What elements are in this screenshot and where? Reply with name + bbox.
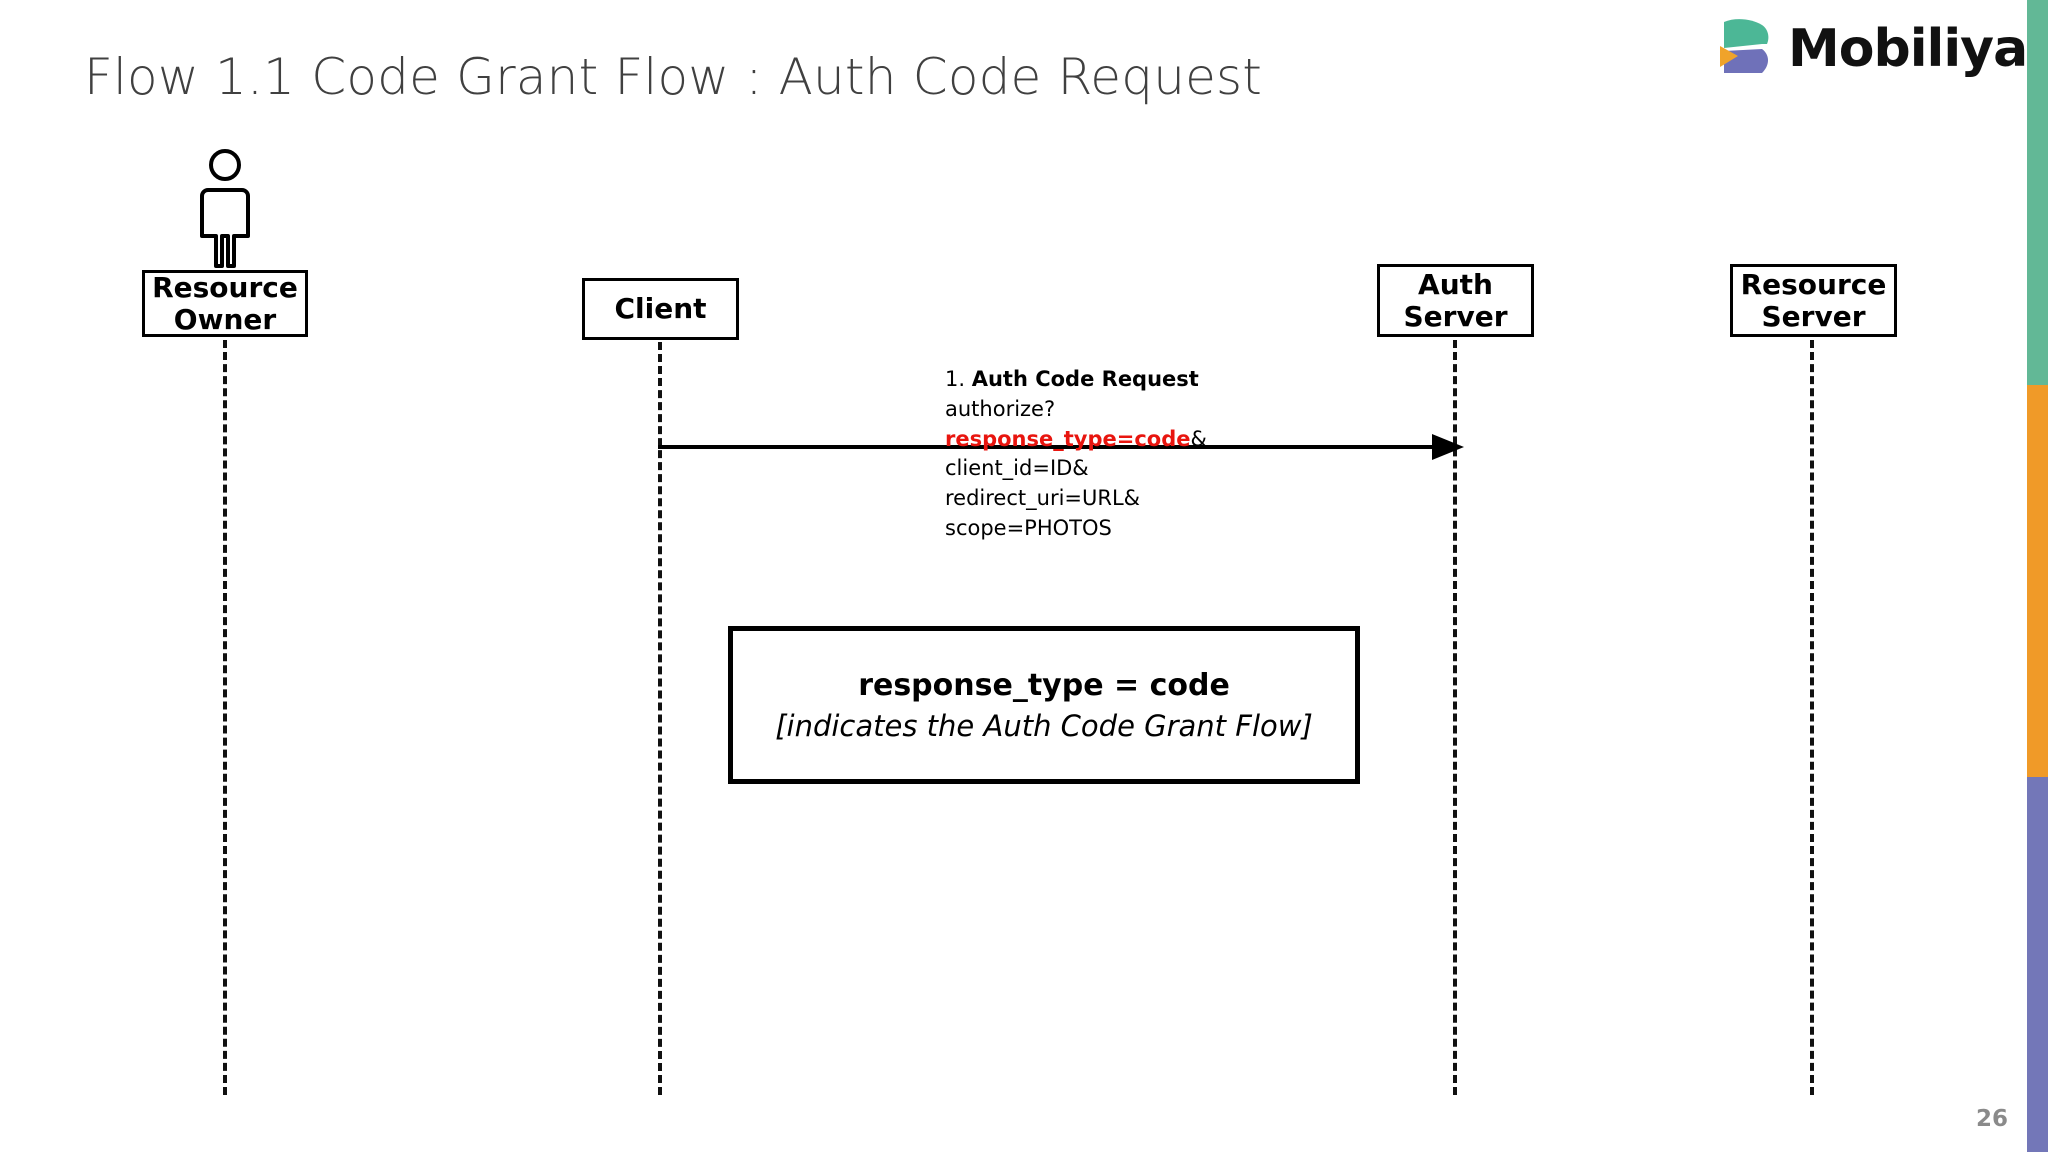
participant-label-line2: Owner (173, 302, 277, 336)
callout-line-2: [indicates the Auth Code Grant Flow] (775, 708, 1313, 743)
lifeline-resource-server (1810, 340, 1814, 1095)
page-title: Flow 1.1 Code Grant Flow : Auth Code Req… (84, 48, 1263, 106)
lifeline-auth-server (1453, 340, 1457, 1095)
participant-box-auth-server[interactable]: Auth Server (1377, 264, 1534, 337)
message-line-1: 1. Auth Code Request (945, 367, 1199, 391)
participant-label-line2: Server (1761, 299, 1866, 333)
edge-bar-orange (2027, 385, 2048, 777)
page-number: 26 (1975, 1106, 2008, 1132)
message-line-5: redirect_uri=URL& (945, 486, 1141, 511)
participant-label-line1: Resource (152, 270, 298, 304)
participant-box-resource-server[interactable]: Resource Server (1730, 264, 1897, 337)
message-line-4: client_id=ID& (945, 456, 1089, 481)
mobiliya-logo: Mobiliya (1712, 8, 2028, 90)
edge-bar-green (2027, 0, 2048, 385)
message-line-2: authorize? (945, 396, 1056, 421)
participant-label-line1: Auth (1418, 267, 1493, 301)
participant-box-client[interactable]: Client (582, 278, 739, 340)
mobiliya-wordmark: Mobiliya (1788, 19, 2028, 79)
message-arrow-auth-code-request (658, 434, 1464, 460)
participant-label-line2: Server (1403, 299, 1508, 333)
message-line-3: response_type=code& (945, 426, 1207, 451)
message-line-6: scope=PHOTOS (945, 516, 1112, 541)
callout-note-box: response_type = code [indicates the Auth… (728, 626, 1360, 784)
mobiliya-logo-mark-icon (1720, 19, 1769, 73)
edge-bar-purple (2027, 777, 2048, 1152)
lifeline-resource-owner (223, 340, 227, 1095)
participant-label-line1: Client (614, 292, 707, 326)
participant-label-line1: Resource (1740, 267, 1887, 301)
message-label-auth-code-request: 1. Auth Code Request authorize? response… (945, 365, 1207, 544)
lifeline-client (658, 342, 662, 1095)
actor-person-icon (200, 149, 250, 268)
participant-box-resource-owner[interactable]: Resource Owner (142, 270, 308, 337)
callout-line-1: response_type = code (858, 667, 1230, 703)
